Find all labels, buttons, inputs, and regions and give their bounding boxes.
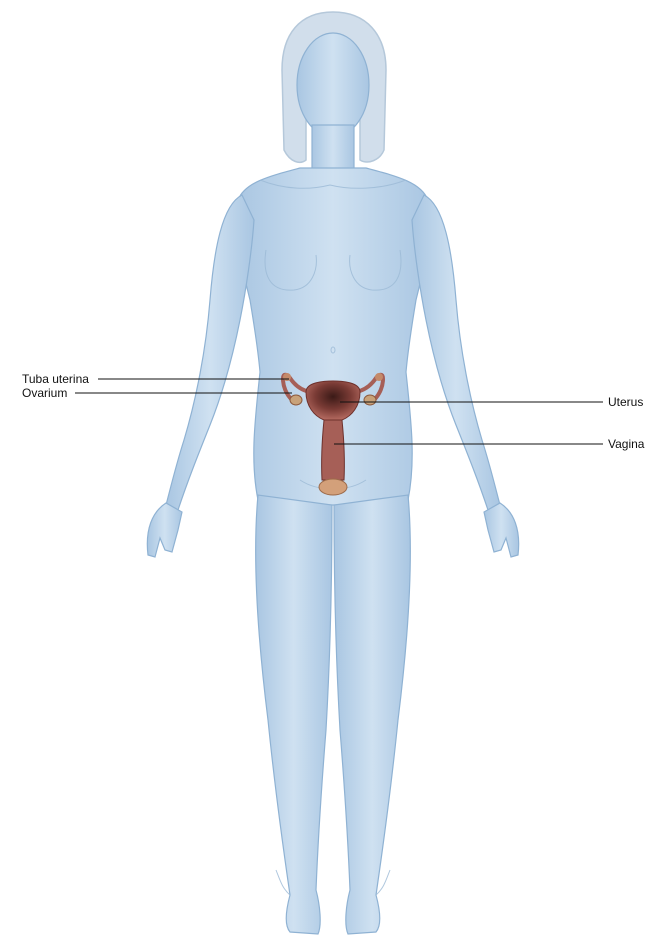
label-ovarium: Ovarium [22,386,68,400]
leader-lines [75,378,603,445]
label-vagina: Vagina [608,437,645,451]
vulva-shape [318,478,348,496]
left-ovary [289,394,303,406]
label-uterus: Uterus [608,395,644,409]
reproductive-organs [280,372,386,496]
uterus-shape [305,380,361,421]
vagina-shape [321,419,345,481]
right-ovary [363,394,377,406]
body-silhouette [146,32,520,935]
label-tuba-uterina: Tuba uterina [22,372,89,386]
